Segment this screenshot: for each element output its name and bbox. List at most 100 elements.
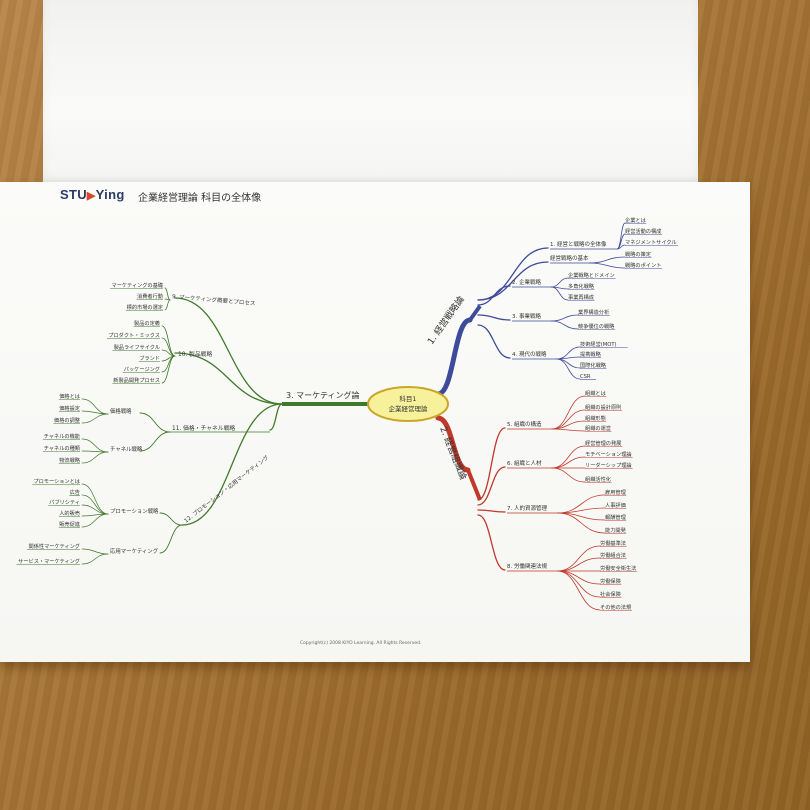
branch3-leaf: 価格設定 [59,404,80,412]
branch1-leaf: 経営活動の構成 [625,227,661,235]
branch2-sub-line-3 [477,514,506,571]
branch2-sub-line-0 [477,427,506,501]
branch3-sub-line-10 [174,352,283,405]
branch2-title: 2. 経営組織論 [437,425,469,482]
branch2-leaf: 組織の運営 [585,424,611,432]
branch1-leaf-line [588,262,626,269]
branch2-leaf-line [557,557,601,572]
branch1-leaf: 戦略の策定 [625,250,651,258]
branch2-sub-6: 6. 組織と人材 [507,459,542,467]
branch2-leaf-line [557,545,601,572]
branch2-leaf-line [551,395,586,430]
branch3-group: 応用マーケティング [110,547,159,555]
branch1-sub-1: 1. 経営と戦略の全体像 [550,240,607,248]
branch1-sub-line-0 [477,247,549,301]
branch3-leaf: 広告 [70,488,80,496]
branch1-leaf-line [556,358,581,380]
branch3-leaf: プロモーションとは [33,478,80,485]
branch3-leaf-line [161,355,176,384]
branch2-sub-7: 7. 人的資源管理 [507,504,547,512]
branch1-leaf-line [550,286,569,301]
branch3-group-line [139,431,171,452]
branch3-leaf-line [164,287,171,301]
branch2-leaf: 組織とは [585,389,606,397]
branch2-line-end [466,469,482,501]
branch1-sub-line-1 [477,261,549,301]
branch3-leaf: マーケティングの基礎 [112,281,164,289]
branch1-leaf-line [556,356,581,360]
branch1-sub-2: 経営戦略の基本 [550,254,589,262]
branch3-leaf-line [164,299,171,311]
branch2-leaf-line [557,570,601,585]
branch3-leaf-line [81,438,109,453]
branch3-sub-11: 11. 価格・チャネル戦略 [172,424,235,432]
branch1-leaf: 企業とは [625,216,646,224]
branch1-leaf-line [616,244,626,250]
branch3-sub-line-11 [269,403,283,431]
branch1-leaf: CSR [580,374,591,380]
branch2-leaf: 社会保険 [600,590,622,598]
branch1-sub-line-2 [477,285,511,306]
branch3-leaf: サービス・マーケティング [18,557,80,565]
branch1-leaf-line [550,277,569,288]
branch3-leaf: 製品ライフサイクル [114,343,160,351]
branch1-leaf: 国際化戦略 [580,361,607,369]
branch2-leaf: 人事評価 [605,501,626,509]
branch3-leaf-line [161,325,176,357]
branch1-leaf-line [550,320,579,330]
branch2-sub-8: 8. 労働関連法規 [507,562,547,570]
branch1-line [435,317,473,397]
copyright-text: Copyright(c) 2008 KIYO Learning. All Rig… [300,641,422,646]
branch3-sub-line-12 [181,403,283,526]
branch2-sub-line-2 [477,509,506,513]
studying-logo: STU▶Ying [60,187,125,202]
branch3-group-line [139,412,171,433]
branch2-leaf-line [557,570,601,611]
back-page [43,0,698,186]
branch1-sub-4: 3. 事業戦略 [512,312,541,320]
branch3-leaf-line [81,548,109,555]
branch1-leaf: 戦略のポイント [625,261,661,269]
branch3-leaf: ブランド [139,354,160,362]
branch3-leaf: 標的市場の選定 [127,303,163,311]
branch1-leaf: 企業戦略とドメイン [568,271,615,279]
branch1-leaf: 提携戦略 [580,350,602,358]
branch3-group: チャネル戦略 [110,445,143,453]
branch1-leaf-line [588,256,626,264]
branch1-leaf: マネジメントサイクル [625,239,677,246]
branch3-leaf: 消費者行動 [137,292,163,300]
branch2-leaf-line [557,512,606,534]
branch2-leaf: 報酬管理 [605,513,627,521]
branch3-leaf: 製品の定義 [134,319,160,327]
branch3-leaf-line [81,398,109,415]
branch2-leaf-line [557,570,601,598]
branch2-leaf: 能力開発 [605,526,627,534]
branch1-leaf-line [550,314,579,322]
branch3-title: 3. マーケティング論 [286,390,360,400]
branch2-leaf: 経営管理の発展 [585,439,621,447]
branch3-group-line [159,524,183,554]
branch2-line [435,415,471,473]
branch2-leaf: 組織の設計原則 [585,403,621,411]
branch1-leaf: 技術経営(MOT) [580,340,617,348]
branch1-sub-3: 2. 企業戦略 [512,278,541,286]
branch2-leaf: モチベーション理論 [585,450,632,458]
mind-map-page [0,182,750,662]
branch2-leaf-line [551,445,586,469]
branch2-leaf: 労働保険 [600,577,622,585]
branch3-sub-10: 10. 製品戦略 [178,350,212,358]
branch1-leaf: 多角化戦略 [568,282,595,290]
branch3-leaf: パッケージング [124,365,160,373]
branch3-leaf-line [81,410,109,415]
branch3-group: プロモーション戦略 [110,507,159,515]
branch2-leaf: その他の法規 [600,603,632,611]
center-node [367,386,449,422]
branch3-group-line [159,512,183,526]
branch3-sub-12: 12. プロモーション・応用マーケティング [182,453,270,524]
center-label-line2: 企業経営理論 [389,404,429,413]
page-title: 企業経営理論 科目の全体像 [138,193,262,204]
branch3-leaf: 関係性マーケティング [29,542,80,550]
branch2-sub-5: 5. 組織の構造 [507,420,542,428]
branch3-leaf: チャネルの機能 [44,432,80,440]
